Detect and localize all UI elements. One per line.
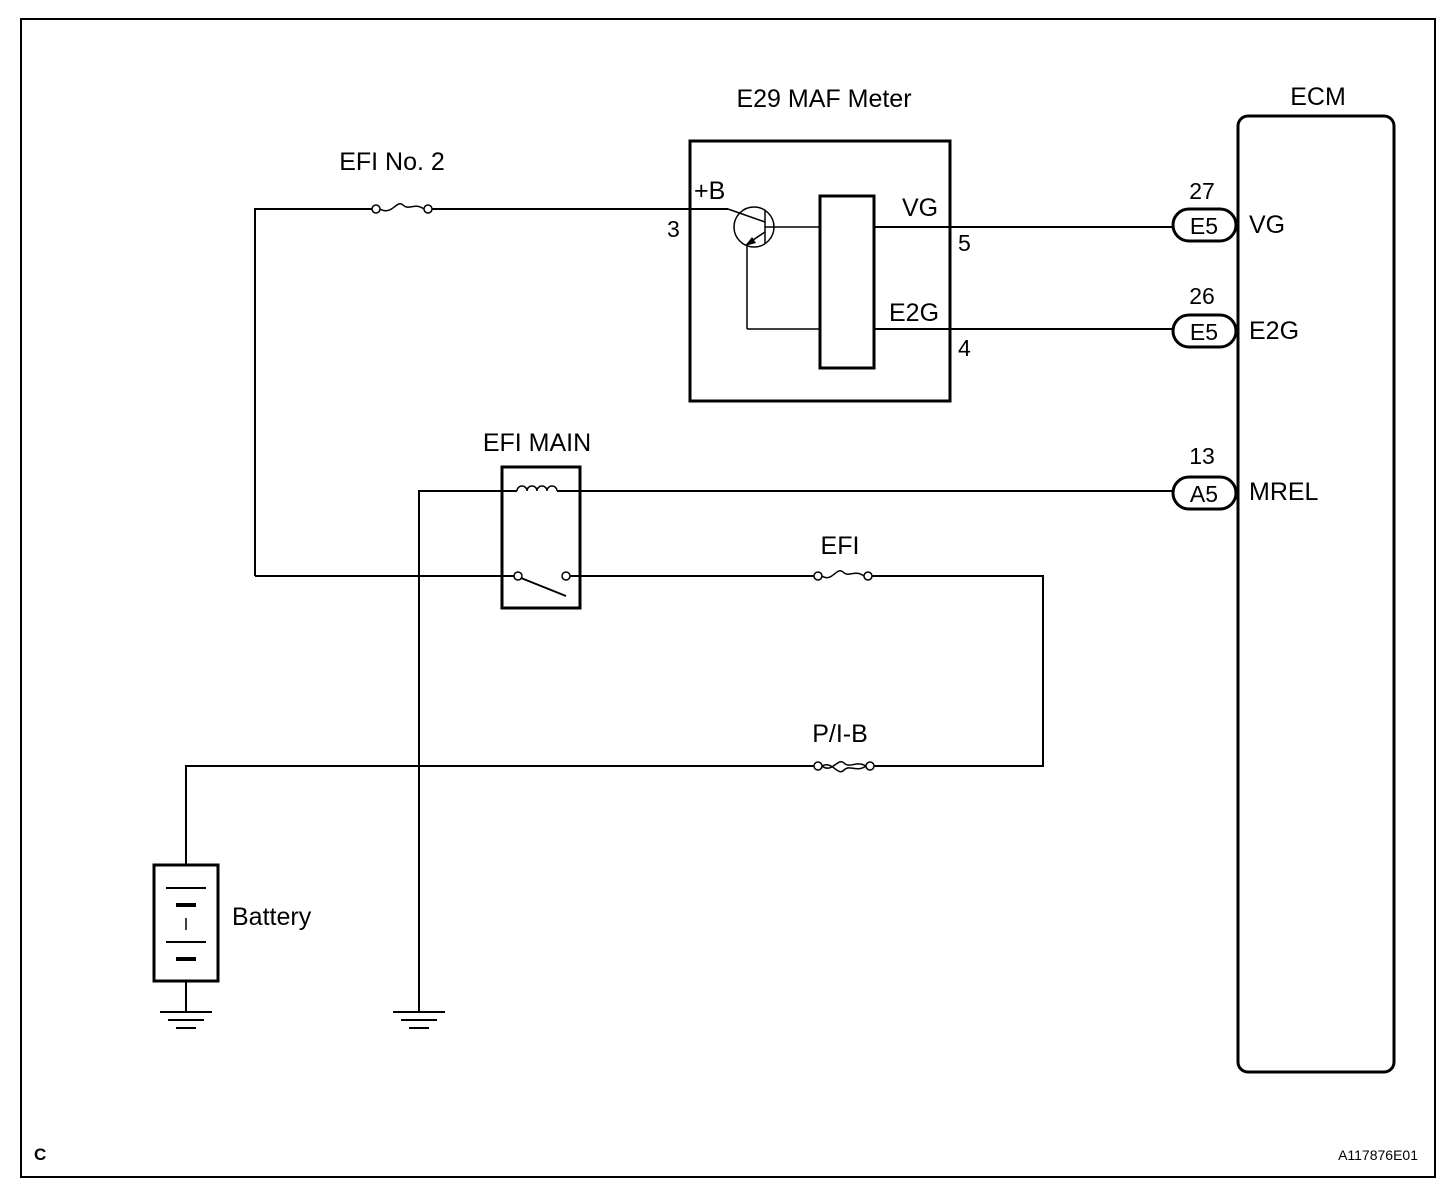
svg-text:E2G: E2G (1249, 317, 1299, 345)
svg-text:26: 26 (1189, 283, 1215, 309)
ecm-connector-e2g: E5 26 E2G (1171, 283, 1299, 349)
relay-switch-contact (513, 571, 571, 597)
ecm-box (1236, 114, 1396, 1074)
wire-pib-to-battery (185, 765, 814, 865)
efi-fuse-symbol (813, 569, 873, 581)
maf-meter-title: E29 MAF Meter (736, 85, 911, 113)
ecm-connector-mrel: A5 13 MREL (1171, 443, 1319, 511)
maf-plus-b-pin: 3 (667, 216, 680, 242)
maf-plus-b-label: +B (694, 177, 725, 205)
maf-e2g-pin: 4 (958, 335, 971, 361)
efi-no2-fuse-label: EFI No. 2 (339, 148, 445, 176)
efi-fuse-label: EFI (821, 532, 860, 560)
svg-text:13: 13 (1189, 443, 1215, 469)
pib-fusible-link-symbol (813, 760, 875, 773)
maf-vg-label: VG (902, 194, 938, 222)
relay-coil-ground-symbol (393, 1011, 445, 1029)
pib-fuse-label: P/I-B (812, 720, 868, 748)
battery-cells-symbol (166, 887, 206, 961)
wire-efi-to-pib (872, 575, 1044, 767)
wire-plus-b-supply (254, 208, 372, 576)
maf-meter-box (688, 139, 952, 403)
corner-code: C (34, 1145, 46, 1164)
svg-text:VG: VG (1249, 211, 1285, 239)
efi-main-relay-label: EFI MAIN (483, 429, 591, 457)
maf-e2g-label: E2G (889, 299, 939, 327)
ecm-connector-vg: E5 27 VG (1171, 178, 1285, 243)
efi-main-relay-box (500, 465, 582, 610)
figure-id: A117876E01 (1338, 1147, 1418, 1163)
wire-relay-coil-ground (418, 490, 517, 1012)
svg-text:MREL: MREL (1249, 478, 1319, 506)
svg-text:A5: A5 (1190, 481, 1218, 507)
diagram-frame (20, 18, 1436, 1178)
maf-transistor-symbol (727, 206, 820, 330)
battery-label: Battery (232, 903, 312, 931)
maf-vg-pin: 5 (958, 230, 971, 256)
efi-no2-fuse-symbol (371, 202, 433, 214)
svg-text:E5: E5 (1190, 319, 1218, 345)
svg-text:E5: E5 (1190, 213, 1218, 239)
relay-coil-symbol (516, 485, 558, 492)
svg-text:27: 27 (1189, 178, 1215, 204)
battery-ground-symbol (160, 981, 212, 1029)
maf-sensor-element (818, 194, 876, 370)
ecm-title: ECM (1290, 83, 1346, 111)
